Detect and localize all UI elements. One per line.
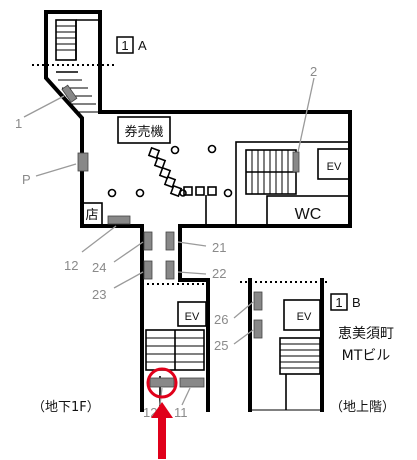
shop: 店 <box>81 202 103 227</box>
shop-label: 店 <box>85 208 98 223</box>
floor-label-left: （地下1F） <box>32 400 100 415</box>
ticket-machine-room: 券売機 <box>117 116 171 144</box>
ev-label-lower-left: EV <box>185 311 200 323</box>
marker-12-lower <box>149 377 175 388</box>
marker-11-lower <box>179 377 205 388</box>
highlight-circle <box>146 367 178 399</box>
exit-1b-section: EV <box>240 278 330 412</box>
diagonal-stair <box>44 60 102 212</box>
exit-1a-sign: 1 A <box>116 36 147 54</box>
stair-block-right: EV WC <box>235 141 351 227</box>
marker-26-label: 26 <box>214 312 228 327</box>
escalator-2-marker <box>292 151 300 173</box>
marker-12-upper-label: 12 <box>64 258 78 273</box>
marker-24 <box>143 231 153 251</box>
building-name-line2: MTビル <box>342 348 391 364</box>
marker-21 <box>165 231 175 251</box>
marker-23 <box>143 260 153 280</box>
marker-23-label: 23 <box>92 287 106 302</box>
exit-1b-sign: 1 B <box>330 293 361 311</box>
exit-1a-number: 1 <box>121 38 128 53</box>
escalator-1-marker <box>61 84 78 103</box>
exit-1a-letter: A <box>138 38 147 53</box>
ev-label-upper: EV <box>327 161 342 173</box>
marker-11-lower-label: 11 <box>174 405 188 420</box>
marker-25-label: 25 <box>214 338 228 353</box>
marker-2-label: 2 <box>310 64 317 79</box>
marker-25 <box>253 319 263 339</box>
marker-1-label: 1 <box>15 116 22 131</box>
marker-26 <box>253 291 263 311</box>
marker-22 <box>165 260 175 280</box>
building-name-line1: 恵美須町 <box>338 326 394 342</box>
lower-corridor: EV <box>140 278 210 412</box>
exit-1b-number: 1 <box>335 295 342 310</box>
exit-1b-letter: B <box>352 295 361 310</box>
highlight-arrow <box>151 402 173 459</box>
p-marker <box>77 152 89 172</box>
ev-label-lower-right: EV <box>297 311 312 323</box>
marker-22-label: 22 <box>212 266 226 281</box>
floor-label-right: （地上階） <box>330 400 395 415</box>
marker-21-label: 21 <box>212 240 226 255</box>
wc-label: WC <box>295 206 322 223</box>
p-label: P <box>22 172 31 187</box>
pillars <box>107 144 233 198</box>
ticket-gates <box>147 146 217 226</box>
ticket-machine-label: 券売機 <box>124 124 163 140</box>
marker-12-upper <box>107 215 131 225</box>
stair-exit-1a <box>44 10 102 64</box>
marker-24-label: 24 <box>92 260 106 275</box>
